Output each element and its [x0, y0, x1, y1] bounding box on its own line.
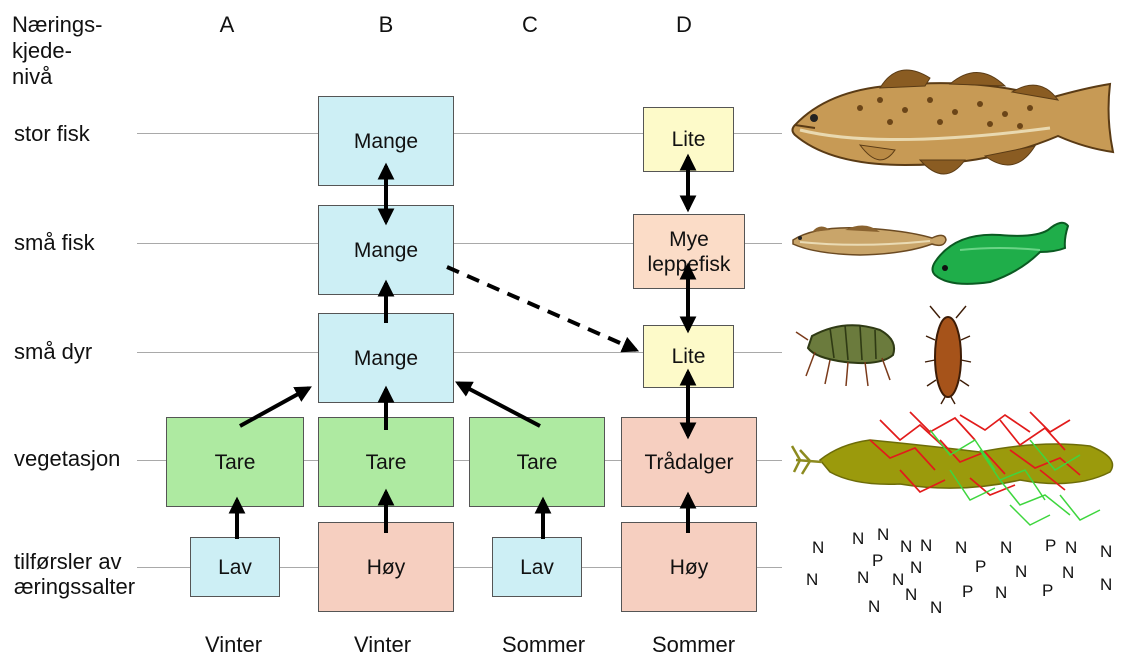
- nutrient-letter: N: [910, 558, 922, 577]
- nutrient-letter: N: [995, 583, 1007, 602]
- nutrient-letter: N: [1065, 538, 1077, 557]
- nutrient-letter: N: [900, 537, 912, 556]
- nutrient-letter: N: [1100, 542, 1112, 561]
- nutrient-letter: N: [852, 529, 864, 548]
- nutrient-letter: P: [975, 557, 986, 576]
- small-cod-illustration: [793, 225, 946, 255]
- nutrient-letter: N: [806, 570, 818, 589]
- nutrient-letter: N: [812, 538, 824, 557]
- nutrient-letter: N: [1000, 538, 1012, 557]
- nutrient-letter: N: [877, 525, 889, 544]
- cod-illustration: [793, 70, 1114, 174]
- nutrient-letter: N: [1015, 562, 1027, 581]
- nutrient-letter: N: [1062, 563, 1074, 582]
- isopod-illustration: [925, 306, 971, 404]
- nutrient-letter: N: [892, 570, 904, 589]
- nutrient-letter: N: [868, 597, 880, 616]
- season-label-b: Vinter: [354, 632, 411, 658]
- season-label-a: Vinter: [205, 632, 262, 658]
- nutrient-letter: N: [857, 568, 869, 587]
- nutrient-letter: P: [1042, 581, 1053, 600]
- arrow-c-veg-to-b-dyr: [458, 383, 540, 426]
- nutrient-letter: N: [905, 585, 917, 604]
- nutrient-letter: P: [962, 582, 973, 601]
- kelp-illustration: [792, 412, 1113, 525]
- season-label-d: Sommer: [652, 632, 735, 658]
- nutrient-letter: P: [872, 551, 883, 570]
- nutrient-letter: P: [1045, 536, 1056, 555]
- nutrient-letter: N: [930, 598, 942, 617]
- nutrient-letter: N: [1100, 575, 1112, 594]
- nutrient-letter: N: [955, 538, 967, 557]
- nutrient-letter: N: [920, 536, 932, 555]
- arrow-a-veg-to-b-dyr: [240, 388, 309, 426]
- arrow-dashed-b-fisk-to-d-dyr: [447, 267, 636, 350]
- amphipod-illustration: [796, 325, 894, 386]
- wrasse-illustration: [933, 223, 1069, 284]
- season-label-c: Sommer: [502, 632, 585, 658]
